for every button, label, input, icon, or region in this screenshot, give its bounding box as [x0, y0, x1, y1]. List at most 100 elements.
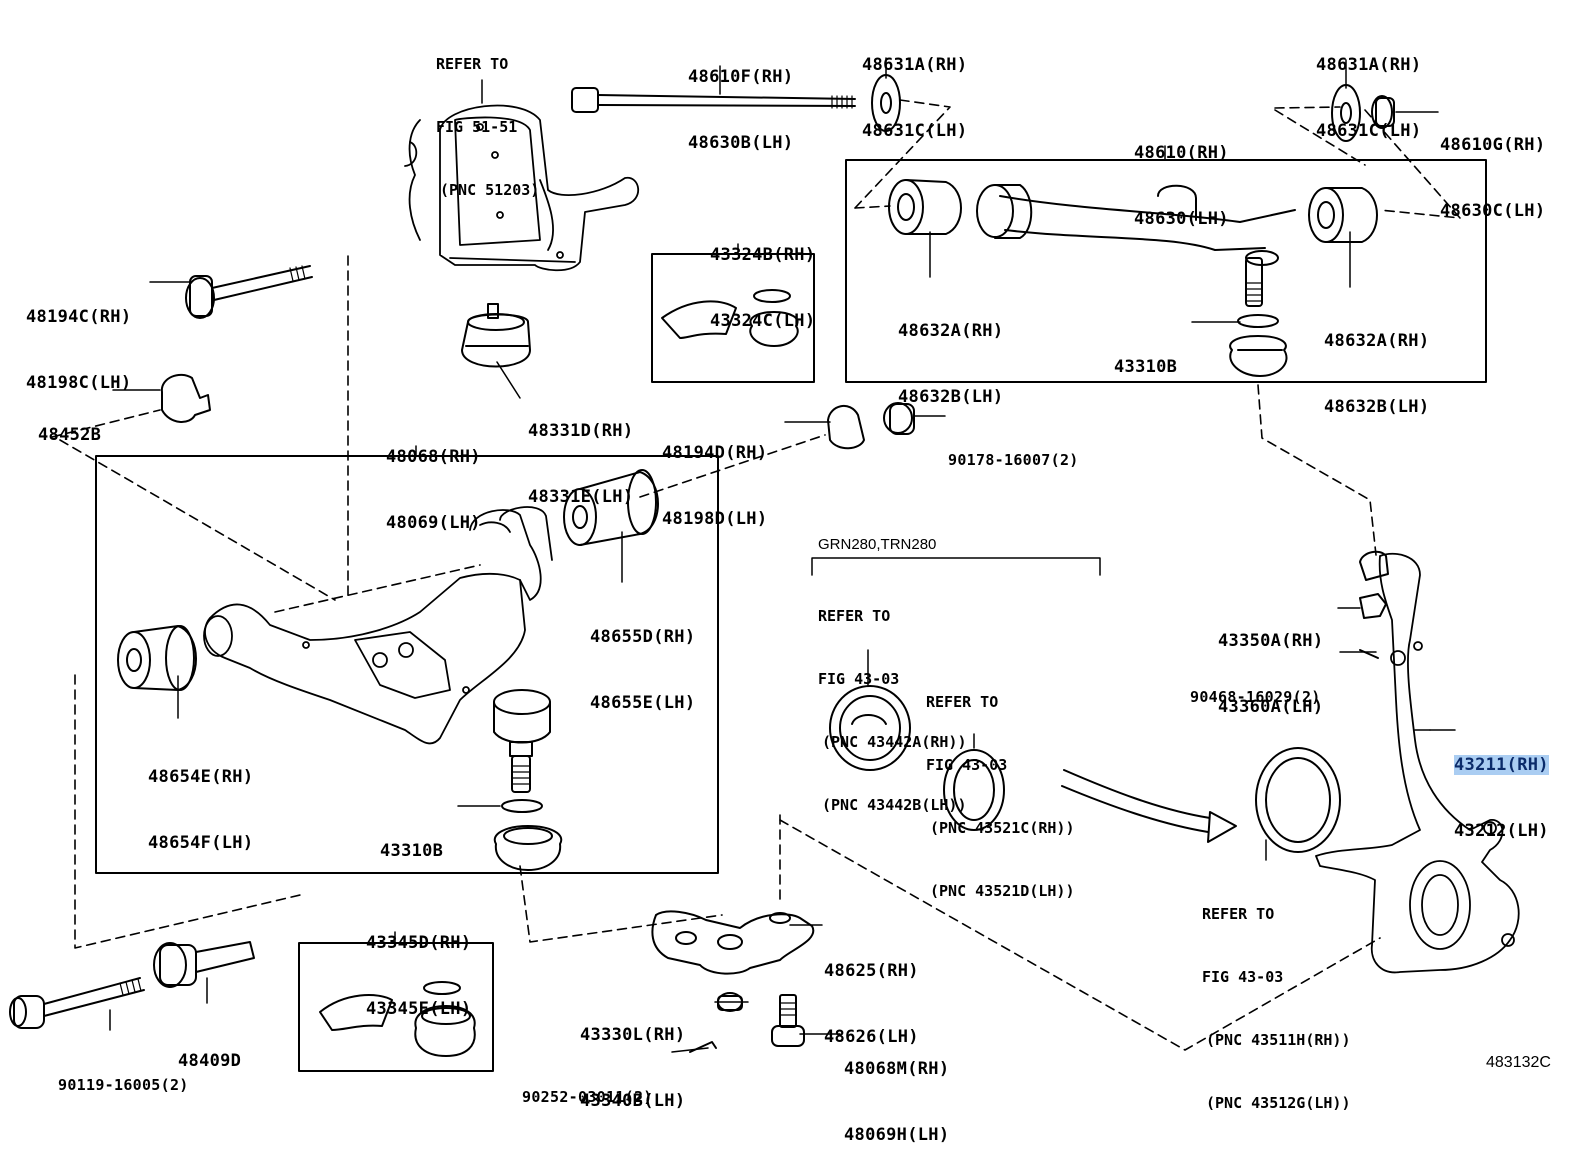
- part-label-48068M[interactable]: 48068M(RH) 48069H(LH): [844, 1014, 949, 1168]
- part-label-48610G[interactable]: 48610G(RH) 48630C(LH): [1440, 90, 1545, 244]
- engine-bracket: [812, 558, 1100, 575]
- part-label-48631A-left[interactable]: 48631A(RH) 48631C(LH): [862, 10, 967, 164]
- part-number-rh: 48632A(RH): [1324, 331, 1430, 351]
- part-number: 90178-16007(2): [948, 451, 1079, 469]
- lower-arm-group-box: [96, 456, 718, 873]
- snap-ring-upper: [1238, 315, 1278, 327]
- part-number-rh: 43350A(RH): [1218, 631, 1324, 651]
- reference-fig-43-03-b[interactable]: REFER TO FIG 43-03 (PNC 43521C(RH)) (PNC…: [926, 650, 1075, 923]
- grease-sachet-lower: [320, 995, 392, 1030]
- part-label-90252[interactable]: 90252-03011(2): [522, 1042, 653, 1130]
- reference-line: FIG 43-03: [926, 756, 1008, 774]
- reference-fig-43-03-c[interactable]: REFER TO FIG 43-03 (PNC 43511H(RH)) (PNC…: [1202, 862, 1351, 1135]
- part-number-rh: 48632A(RH): [898, 321, 1004, 341]
- part-label-43324B[interactable]: 43324B(RH) 43324C(LH): [710, 200, 815, 354]
- nut-43330L: [718, 993, 742, 1011]
- part-number-lh: 48198C(LH): [26, 373, 132, 393]
- part-label-48068[interactable]: 48068(RH) 48069(LH): [386, 402, 481, 556]
- part-label-48631A-right[interactable]: 48631A(RH) 48631C(LH): [1316, 10, 1421, 164]
- dust-deflector-43511: [1256, 748, 1340, 852]
- part-label-48610F[interactable]: 48610F(RH) 48630B(LH): [688, 22, 793, 176]
- part-number-lh: 48654F(LH): [148, 833, 254, 853]
- part-number-lh: 48630(LH): [1134, 209, 1229, 229]
- part-label-48632A-right[interactable]: 48632A(RH) 48632B(LH): [1324, 286, 1429, 440]
- part-number-lh: 48630B(LH): [688, 133, 794, 153]
- part-label-48452B[interactable]: 48452B: [38, 380, 101, 468]
- reference-line: FIG 43-03: [818, 670, 900, 688]
- part-number-rh: 48610G(RH): [1440, 135, 1546, 155]
- reference-line: FIG 43-03: [1202, 968, 1284, 986]
- part-label-90119[interactable]: 90119-16005(2): [58, 1030, 189, 1118]
- reference-fig-43-03-a[interactable]: REFER TO FIG 43-03 (PNC 43442A(RH)) (PNC…: [818, 564, 967, 837]
- part-number-lh: 48630C(LH): [1440, 201, 1546, 221]
- lower-bushing-front: [118, 626, 196, 690]
- reference-line: (PNC 43521C(RH)): [930, 819, 1075, 837]
- reference-line: REFER TO: [926, 693, 999, 711]
- part-number-lh: 43324C(LH): [710, 311, 816, 331]
- upper-nut: [1372, 96, 1394, 128]
- part-label-48194C[interactable]: 48194C(RH) 48198C(LH): [26, 262, 131, 416]
- part-number-lh: 48631C(LH): [862, 121, 968, 141]
- part-label-48194D[interactable]: 48194D(RH) 48198D(LH): [662, 398, 767, 552]
- part-label-48409D[interactable]: 48409D: [178, 1006, 241, 1094]
- lower-ball-joint-boot: [495, 826, 562, 870]
- cam-bolt-upper: [186, 266, 312, 318]
- part-label-48625[interactable]: 48625(RH) 48626(LH): [824, 916, 919, 1070]
- part-label-43350A[interactable]: 43350A(RH) 43360A(LH): [1218, 586, 1323, 740]
- assembly-direction-arrow: [1062, 770, 1236, 842]
- part-label-48655D[interactable]: 48655D(RH) 48655E(LH): [590, 582, 695, 736]
- upper-control-arm: [977, 185, 1295, 306]
- bolt-48068M: [772, 995, 804, 1046]
- part-number: 90119-16005(2): [58, 1076, 189, 1094]
- part-number: 43310B: [380, 841, 444, 861]
- part-number-rh: 48610(RH): [1134, 143, 1229, 163]
- top-nut-knuckle: [1360, 552, 1388, 580]
- reference-line: (PNC 43442B(LH)): [822, 796, 967, 814]
- reference-line: (PNC 43512G(LH)): [1206, 1094, 1351, 1112]
- part-number-rh: 48194C(RH): [26, 307, 132, 327]
- part-number: 90252-03011(2): [522, 1088, 653, 1106]
- part-number-rh: 48194D(RH): [662, 443, 768, 463]
- boot-kit-lower-parts: [415, 982, 474, 1056]
- upper-arm-group-box: [846, 160, 1486, 382]
- part-number-lh: 43345E(LH): [366, 999, 472, 1019]
- part-label-43211[interactable]: 43211(RH) 43212(LH): [1454, 710, 1549, 864]
- part-number-rh: 43330L(RH): [580, 1025, 686, 1045]
- dust-cover-43442: [830, 686, 910, 770]
- part-label-90468[interactable]: 90468-16029(2): [1190, 642, 1321, 730]
- knuckle-arm-48625: [652, 911, 813, 973]
- reference-line: FIG 51-51: [436, 118, 518, 136]
- grease-sachet-upper: [662, 301, 736, 338]
- part-number-rh: 48610F(RH): [688, 67, 794, 87]
- nut-90178: [884, 403, 914, 434]
- part-number-rh: 48625(RH): [824, 961, 919, 981]
- parts-diagram-drawing: [0, 0, 1588, 1095]
- part-label-48610[interactable]: 48610(RH) 48630(LH): [1134, 98, 1229, 252]
- part-number-lh: 48632B(LH): [898, 387, 1004, 407]
- part-number-rh: 48655D(RH): [590, 627, 696, 647]
- reference-line: REFER TO: [818, 607, 891, 625]
- frame-bumper: [462, 304, 530, 367]
- part-number: 43310B: [1114, 357, 1178, 377]
- lower-cam-plate-48409D: [154, 942, 254, 987]
- part-number-rh: 43345D(RH): [366, 933, 472, 953]
- reference-line: (PNC 51203): [440, 181, 540, 199]
- lower-control-arm: [204, 507, 552, 743]
- part-label-43310B-upper[interactable]: 43310B: [1114, 312, 1177, 400]
- part-label-48654E[interactable]: 48654E(RH) 48654F(LH): [148, 722, 253, 876]
- part-number-rh: 48631A(RH): [1316, 55, 1422, 75]
- part-label-48632A-left[interactable]: 48632A(RH) 48632B(LH): [898, 276, 1003, 430]
- lower-cam-bolt: [10, 978, 144, 1028]
- lower-ball-joint: [494, 690, 550, 792]
- part-label-90178[interactable]: 90178-16007(2): [948, 405, 1079, 493]
- reference-line: (PNC 43511H(RH)): [1206, 1031, 1351, 1049]
- screw-90468: [1360, 650, 1378, 658]
- part-label-43345D[interactable]: 43345D(RH) 43345E(LH): [366, 888, 471, 1042]
- part-number-lh: 48069H(LH): [844, 1125, 950, 1145]
- cam-plate-48452B: [162, 375, 210, 422]
- part-number-rh: 48068M(RH): [844, 1059, 950, 1079]
- part-label-48331D[interactable]: 48331D(RH) 48331E(LH): [528, 376, 633, 530]
- part-number-rh: 48631A(RH): [862, 55, 968, 75]
- part-label-43310B-lower[interactable]: 43310B: [380, 796, 443, 884]
- reference-fig-51-51[interactable]: REFER TO FIG 51-51 (PNC 51203): [436, 12, 539, 222]
